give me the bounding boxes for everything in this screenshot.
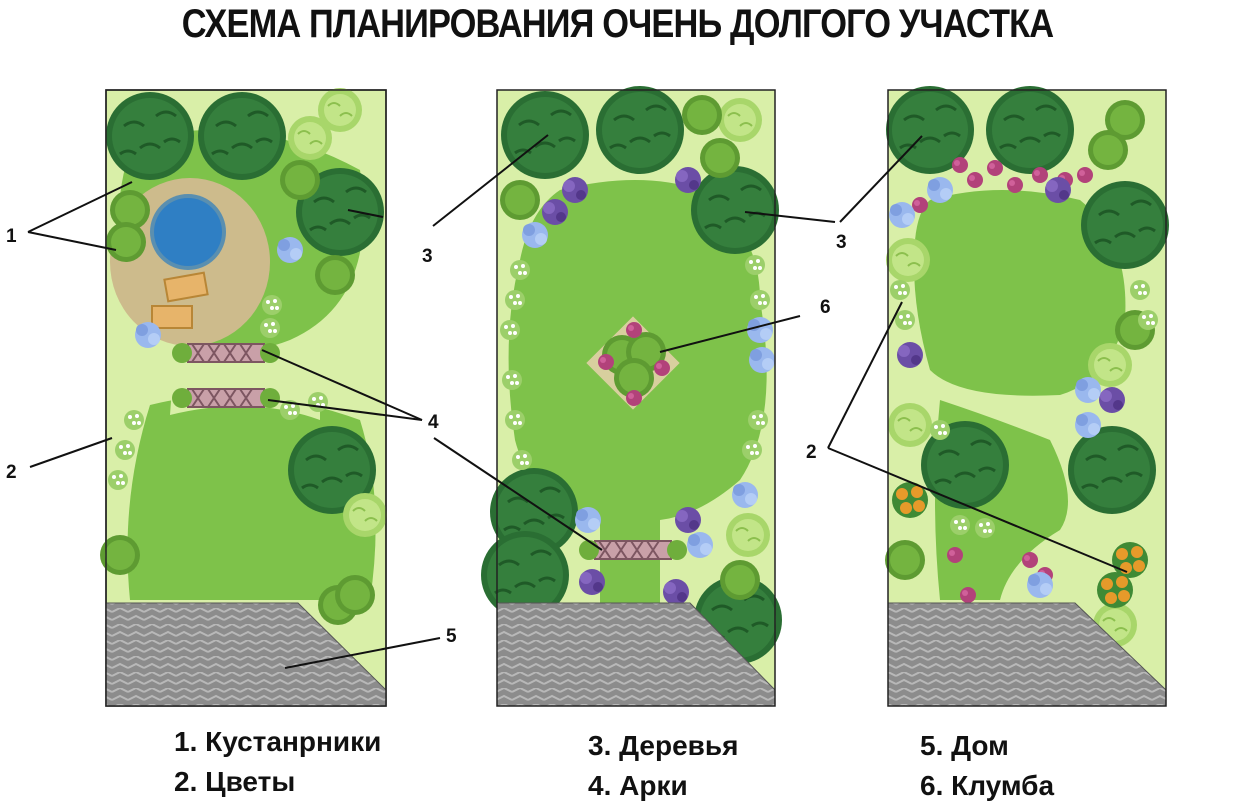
page-title: СХЕМА ПЛАНИРОВАНИЯ ОЧЕНЬ ДОЛГОГО УЧАСТКА	[181, 2, 1054, 46]
plan-1	[100, 87, 388, 707]
legend-col-1: 1. Кустанрники 2. Цветы	[174, 722, 381, 802]
callout-2-right: 2	[806, 442, 817, 463]
legend-col-3: 5. Дом 6. Клумба	[920, 726, 1054, 806]
legend-item-flowerbed: 6. Клумба	[920, 770, 1055, 801]
callout-lines	[27, 134, 1128, 669]
callout-2-left: 2	[6, 462, 17, 483]
plan-2	[479, 84, 784, 707]
callout-1: 1	[6, 226, 17, 247]
callout-3-left: 3	[422, 246, 433, 267]
callout-5: 5	[446, 626, 457, 647]
legend-item-house: 5. Дом	[920, 730, 1009, 761]
legend-item-arches: 4. Арки	[588, 770, 688, 801]
callout-6: 6	[820, 297, 831, 318]
legend-col-2: 3. Деревья 4. Арки	[588, 726, 738, 806]
legend-item-shrubs: 1. Кустанрники	[174, 726, 382, 757]
callout-3-right: 3	[836, 232, 847, 253]
callout-4: 4	[428, 412, 439, 433]
plan-3	[884, 84, 1171, 707]
legend-item-flowers: 2. Цветы	[174, 766, 296, 797]
legend-item-trees: 3. Деревья	[588, 730, 739, 761]
pond	[154, 198, 222, 266]
